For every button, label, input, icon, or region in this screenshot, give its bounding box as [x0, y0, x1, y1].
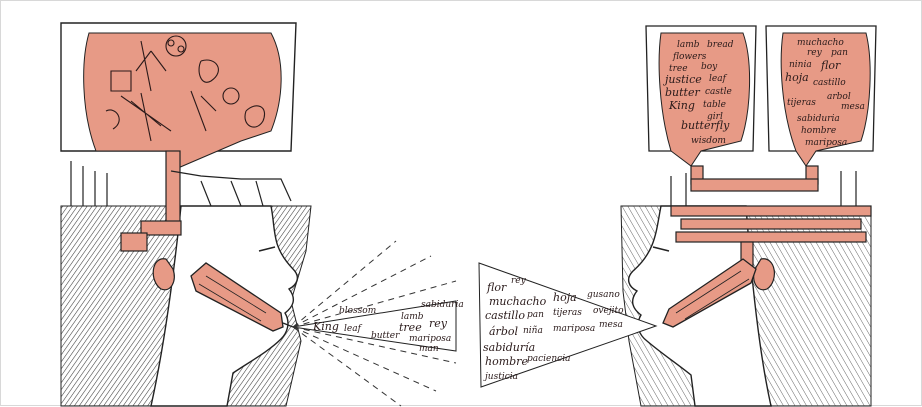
middle-word-8: tijeras: [553, 308, 582, 318]
left-fan-word-1: blossom: [339, 306, 376, 316]
left-speech-fan: blossom sabiduria lamb King leaf butter …: [293, 241, 464, 406]
middle-word-2: rey: [511, 276, 527, 286]
middle-word-7: pan: [527, 310, 544, 320]
right-bubble1-word-8: butter: [665, 86, 700, 99]
right-bubble1-word-3: flowers: [672, 52, 707, 62]
left-fan-word-10: man: [419, 344, 439, 354]
right-bubble1-word-2: bread: [707, 40, 734, 50]
middle-word-14: sabiduría: [483, 341, 535, 354]
right-bubble1-word-1: lamb: [677, 40, 700, 50]
right-bubble1-word-14: wisdom: [691, 136, 726, 146]
right-bubble2-word-9: mesa: [841, 102, 865, 112]
left-fan-word-9: mariposa: [409, 334, 451, 344]
right-head: lamb bread flowers tree boy justice leaf…: [621, 26, 876, 406]
left-head: [61, 23, 311, 406]
right-bubble2-word-4: ninia: [789, 60, 812, 70]
middle-word-16: paciencia: [527, 354, 570, 364]
right-bubble2-word-1: muchacho: [797, 38, 844, 48]
left-fan-word-6: butter: [371, 331, 400, 341]
left-fan-word-4: King: [312, 320, 339, 333]
right-bubble1-word-5: boy: [701, 62, 718, 72]
left-fan-word-2: sabiduria: [421, 300, 464, 310]
middle-word-5: gusano: [587, 290, 620, 300]
middle-word-13: mesa: [599, 320, 623, 330]
right-bubble2-word-13: mariposa: [805, 138, 847, 148]
right-bubble1-word-11: table: [703, 100, 726, 110]
right-bubble1-word-10: King: [668, 99, 695, 112]
middle-word-4: hoja: [553, 291, 577, 304]
middle-word-9: ovejito: [593, 306, 624, 316]
middle-word-17: justicia: [483, 372, 518, 382]
right-bubble2-word-5: flor: [820, 59, 841, 72]
middle-word-6: castillo: [485, 309, 525, 322]
right-bubble2-word-6: hoja: [785, 71, 809, 84]
middle-word-10: árbol: [489, 325, 518, 338]
left-bubble-label-group: wisdom: [221, 54, 256, 64]
right-bubble1-word-9: castle: [705, 87, 732, 97]
middle-word-12: mariposa: [553, 324, 595, 334]
right-bubble2-word-10: tijeras: [787, 98, 816, 108]
right-bubble2-word-11: sabiduria: [797, 114, 840, 124]
right-bubble2-word-2: rey: [807, 48, 823, 58]
middle-word-3: muchacho: [489, 295, 547, 308]
left-fan-word-7: tree: [399, 321, 422, 334]
middle-word-11: niña: [523, 326, 543, 336]
right-bubble1-word-13: butterfly: [681, 119, 730, 132]
right-bubble2-word-3: pan: [831, 48, 848, 58]
right-bubble1-word-6: justice: [662, 73, 702, 86]
right-bubble1-word-7: leaf: [709, 74, 728, 84]
middle-word-1: flor: [486, 281, 507, 294]
right-bubble2-word-12: hombre: [801, 126, 836, 136]
right-bubble2-word-8: arbol: [827, 92, 851, 102]
middle-word-15: hombre: [485, 355, 528, 368]
left-fan-word-5: leaf: [344, 324, 363, 334]
right-bubble2-word-7: castillo: [813, 78, 846, 88]
left-fan-word-8: rey: [429, 317, 448, 330]
